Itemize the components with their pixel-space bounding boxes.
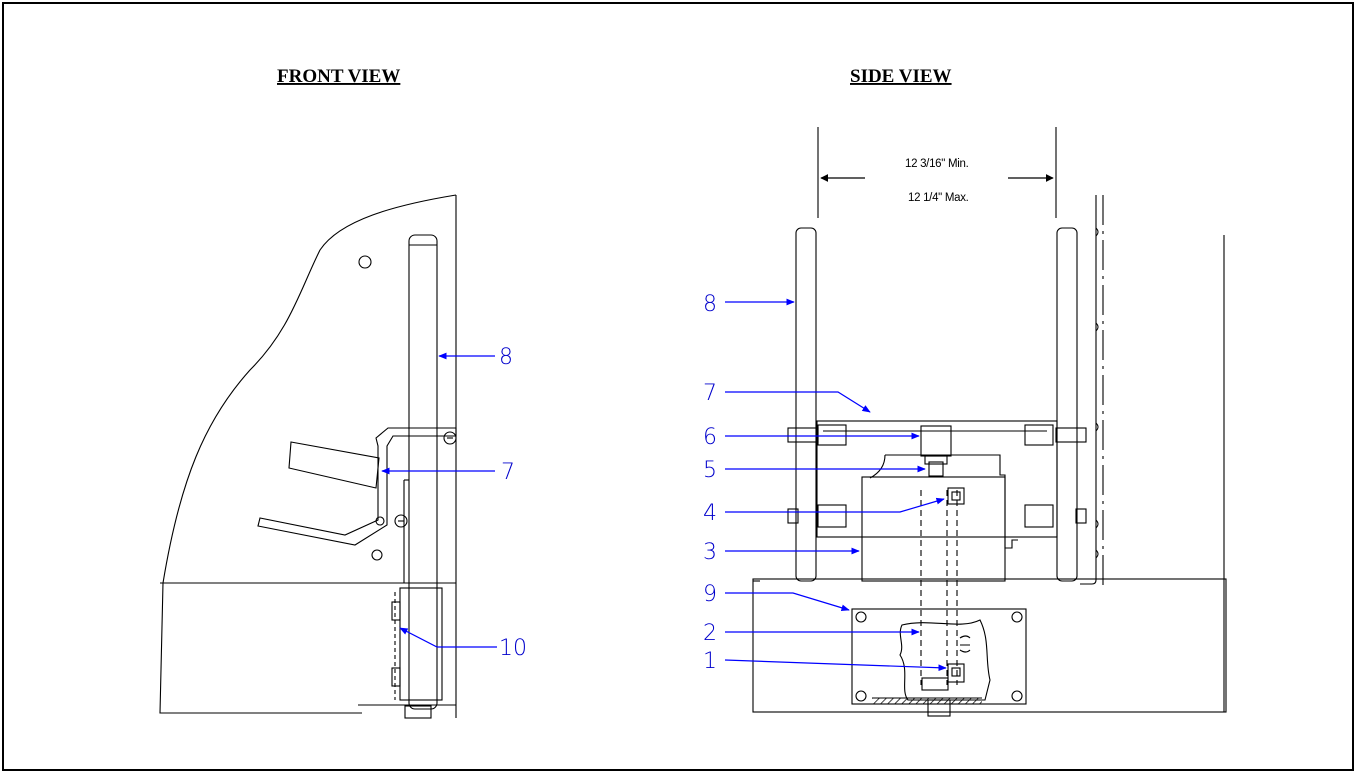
front-hole-top bbox=[358, 255, 372, 269]
side-callout-6: 6 bbox=[703, 425, 717, 450]
side-callout-2: 2 bbox=[703, 621, 717, 646]
side-callout-5: 5 bbox=[703, 458, 717, 483]
front-leader-10 bbox=[399, 627, 497, 648]
front-rod bbox=[408, 234, 438, 710]
side-leader-7 bbox=[725, 391, 871, 413]
side-leader-1 bbox=[724, 659, 947, 672]
side-callout-8: 8 bbox=[703, 292, 717, 317]
side-callout-7: 7 bbox=[703, 381, 717, 406]
side-callout-4: 4 bbox=[703, 501, 717, 526]
front-bracket bbox=[257, 427, 457, 546]
side-callout-3: 3 bbox=[703, 540, 717, 565]
side-leader-4 bbox=[725, 497, 945, 513]
side-leader-9 bbox=[725, 592, 850, 612]
side-callouts bbox=[724, 298, 947, 672]
front-body-outline bbox=[159, 194, 457, 718]
side-callout-1: 1 bbox=[703, 649, 717, 674]
side-view-title: SIDE VIEW bbox=[850, 66, 952, 87]
side-wall-bumps bbox=[1095, 227, 1099, 559]
dimension-max-label: 12 1/4" Max. bbox=[908, 192, 969, 204]
side-rod-right bbox=[1056, 227, 1078, 582]
side-callout-labels: 8 7 6 5 4 3 9 2 1 bbox=[703, 292, 717, 674]
side-center-block bbox=[861, 476, 1006, 582]
front-callout-8: 8 bbox=[499, 345, 513, 370]
side-view bbox=[752, 127, 1227, 717]
front-callouts: 8 7 10 bbox=[381, 345, 527, 661]
side-bracket bbox=[816, 420, 1058, 538]
front-view-title: FRONT VIEW bbox=[277, 66, 400, 87]
side-rod-left bbox=[795, 227, 817, 582]
dimension-min-label: 12 3/16" Min. bbox=[905, 158, 969, 170]
front-view bbox=[159, 194, 457, 719]
side-callout-9: 9 bbox=[703, 582, 717, 607]
front-callout-7: 7 bbox=[501, 460, 515, 485]
side-base-housing bbox=[752, 578, 1227, 713]
front-callout-10: 10 bbox=[499, 636, 527, 661]
side-cutaway bbox=[899, 619, 991, 701]
front-hole-bottom bbox=[371, 549, 383, 561]
